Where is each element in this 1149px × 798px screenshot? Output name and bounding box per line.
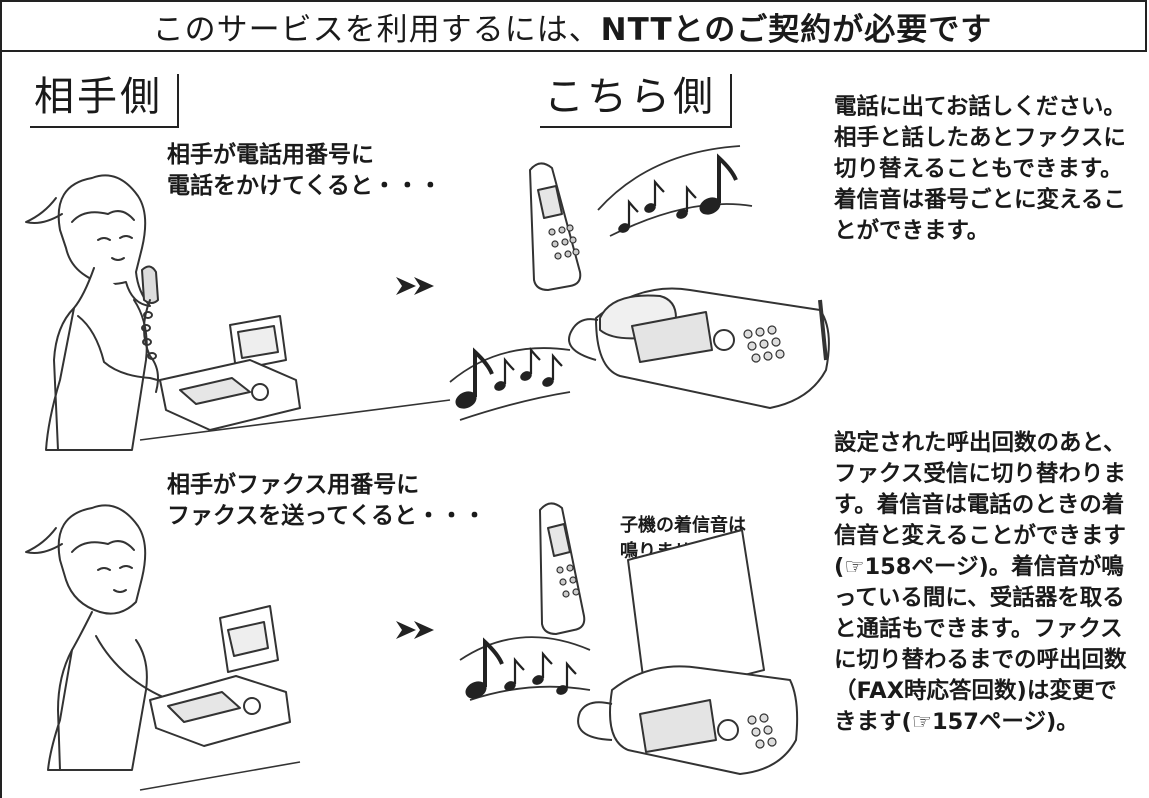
phone-caption-line2: 電話をかけてくると・・・	[167, 173, 442, 199]
music-note-icon	[491, 358, 516, 394]
title-text-bold: NTTとのご契約が必要です	[600, 11, 993, 48]
double-chevron-right-icon	[396, 277, 434, 295]
fax-machine-with-phone-top	[568, 287, 830, 409]
caller-fax-machine-bottom	[139, 605, 301, 791]
cordless-handset-bottom	[539, 502, 586, 635]
handset-note-line1: 子機の着信音は	[620, 515, 746, 536]
caller-side-heading: 相手側	[30, 74, 179, 128]
woman-calling-illustration	[25, 174, 173, 451]
title-text-plain: このサービスを利用するには、	[152, 11, 601, 48]
our-side-heading: こちら側	[540, 74, 732, 128]
music-note-icon	[673, 186, 698, 222]
music-note-icon	[529, 652, 554, 688]
cordless-handset-top	[529, 162, 582, 291]
fax-machine-receiving	[577, 529, 799, 775]
sound-wave-top	[597, 145, 753, 237]
music-note-icon	[450, 350, 494, 414]
fax-scenario-caption: 相手がファクス用番号に ファクスを送ってくると・・・	[167, 470, 486, 532]
sound-wave-left	[449, 347, 571, 421]
music-note-icon	[553, 662, 578, 698]
title-banner: このサービスを利用するには、NTTとのご契約が必要です	[0, 0, 1147, 52]
fax-scenario-description: 設定された呼出回数のあと、ファクス受信に切り替わります。着信音は電話のときの着信…	[834, 430, 1127, 735]
music-note-icon	[539, 354, 564, 390]
fax-caption-line2: ファクスを送ってくると・・・	[167, 503, 487, 529]
caller-fax-machine-top	[139, 315, 451, 441]
music-note-icon	[615, 200, 640, 236]
woman-faxing-illustration	[25, 504, 211, 771]
music-note-icon	[517, 348, 542, 384]
phone-scenario-description: 電話に出てお話しください。相手と話したあとファクスに切り替えることもできます。着…	[834, 94, 1126, 244]
sound-wave-bottom	[459, 636, 591, 701]
double-chevron-right-icon	[396, 621, 434, 639]
music-note-icon	[694, 156, 738, 220]
phone-caption-line1: 相手が電話用番号に	[167, 142, 374, 168]
phone-scenario-caption: 相手が電話用番号に 電話をかけてくると・・・	[167, 140, 442, 202]
fax-caption-line1: 相手がファクス用番号に	[167, 472, 420, 498]
music-note-icon	[641, 180, 666, 216]
